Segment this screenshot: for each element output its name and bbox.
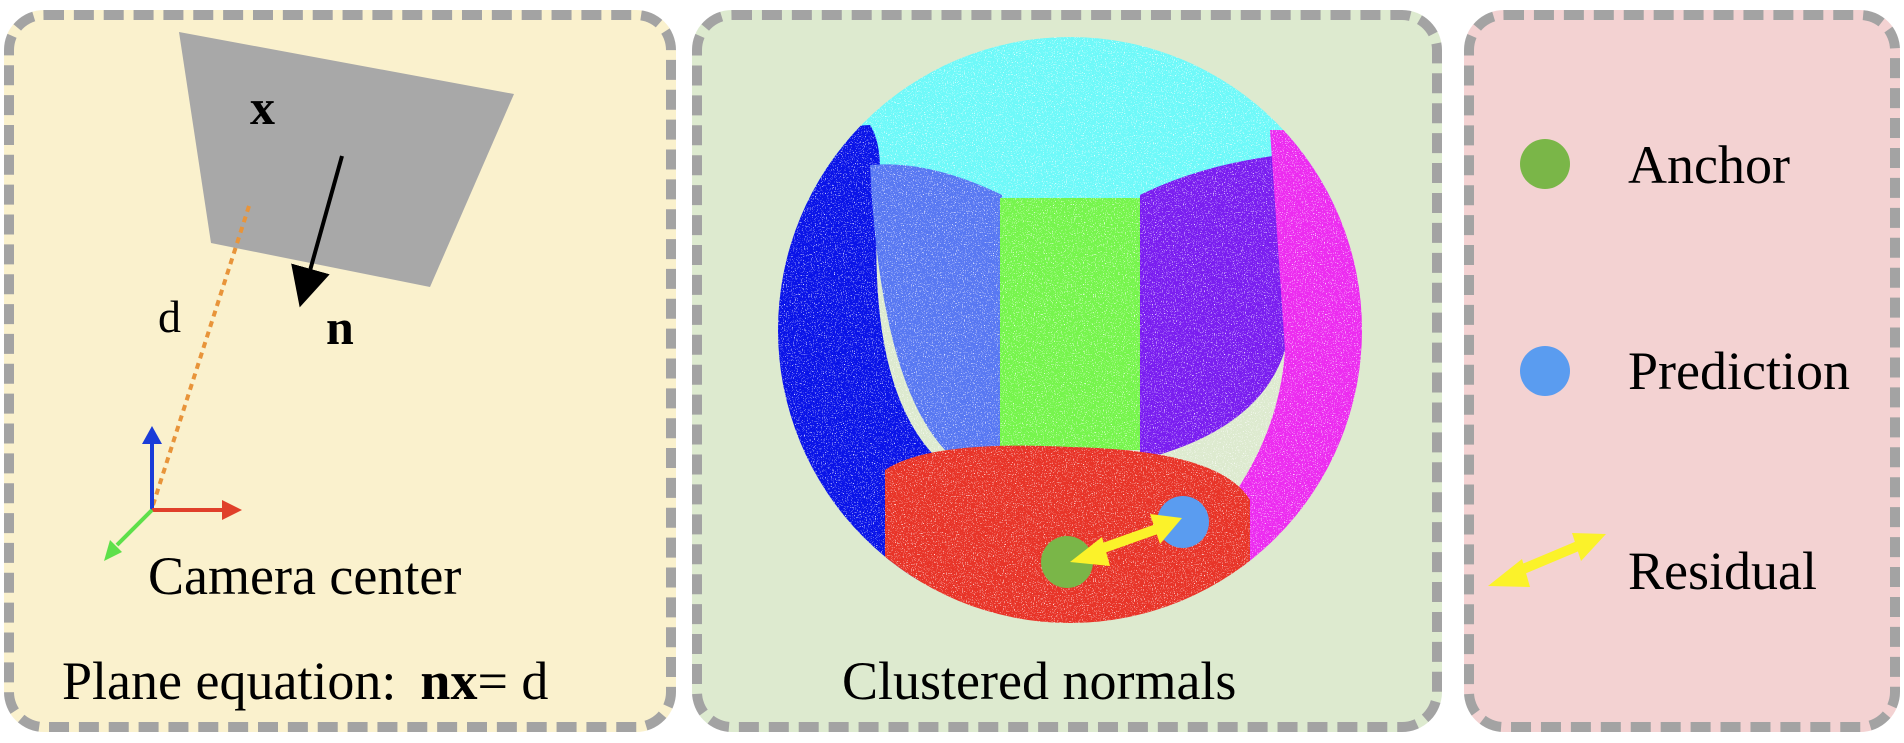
distance-line bbox=[151, 205, 251, 506]
clustered-normals-caption: Clustered normals bbox=[842, 651, 1237, 711]
equation-rhs: = d bbox=[477, 651, 549, 711]
green-dot-icon bbox=[1520, 139, 1570, 189]
anchor-point bbox=[1041, 536, 1093, 588]
plane-quad bbox=[179, 32, 514, 287]
yellow-double-arrow-icon bbox=[1488, 533, 1606, 587]
equation-prefix: Plane equation: bbox=[62, 651, 397, 711]
distance-label: d bbox=[158, 291, 181, 342]
normal-arrow bbox=[291, 155, 344, 308]
plane-equation: Plane equation: nx= d bbox=[62, 650, 548, 712]
legend-residual-label: Residual bbox=[1628, 541, 1817, 601]
axis-up-head bbox=[142, 426, 162, 444]
axis-diagonal bbox=[115, 508, 154, 547]
prediction-point bbox=[1157, 496, 1209, 548]
legend-prediction-label: Prediction bbox=[1628, 341, 1850, 401]
blue-dot-icon bbox=[1520, 346, 1570, 396]
legend-anchor-label: Anchor bbox=[1628, 135, 1790, 195]
normal-label: n bbox=[326, 299, 354, 355]
axis-right-head bbox=[222, 500, 242, 520]
point-label: x bbox=[250, 79, 275, 135]
camera-center-label: Camera center bbox=[148, 546, 462, 606]
equation-lhs: nx bbox=[420, 651, 478, 711]
residual-arrow bbox=[1070, 514, 1182, 566]
axis-diagonal-head bbox=[104, 540, 122, 561]
